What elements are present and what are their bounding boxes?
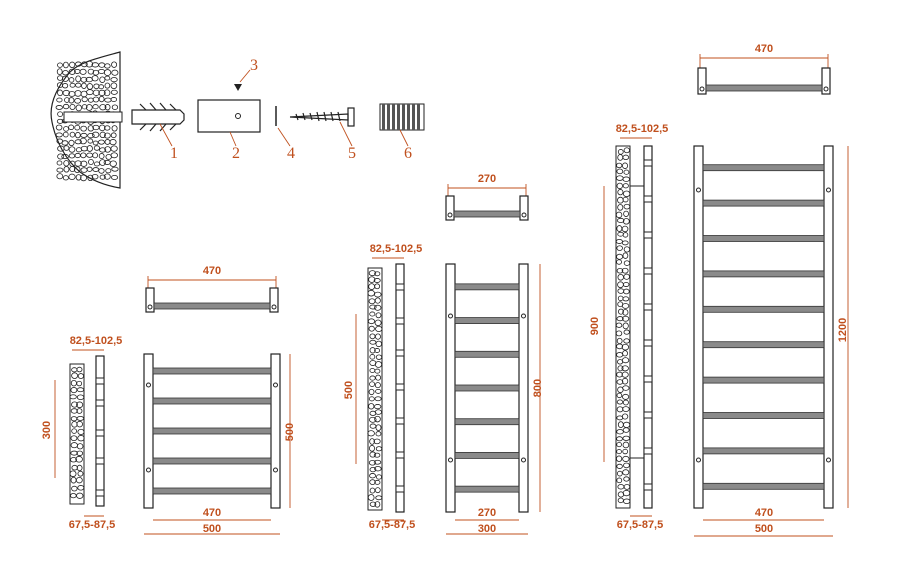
medium-top-width-label: 270 xyxy=(478,173,496,185)
large-radiator-bar xyxy=(702,270,825,278)
medium-radiator-bar xyxy=(454,485,520,493)
large-radiator-front-view xyxy=(693,145,849,537)
medium-rail-spacing-label: 270 xyxy=(478,507,496,519)
medium-radiator-bar xyxy=(454,452,520,459)
large-radiator-bar xyxy=(702,376,825,384)
medium-radiator-front-view xyxy=(445,263,541,535)
block-part xyxy=(197,99,261,147)
medium-radiator-bar xyxy=(454,317,520,324)
large-radiator-top-view xyxy=(697,54,831,95)
large-radiator-bar xyxy=(702,305,825,313)
wall-section-stone xyxy=(50,51,123,189)
part-label-5: 5 xyxy=(348,145,356,162)
small-radiator-bar xyxy=(152,487,272,495)
medium-radiator-bar xyxy=(454,283,520,291)
part-label-3: 3 xyxy=(250,57,258,74)
medium-radiator-bar xyxy=(454,350,520,358)
part-label-1: 1 xyxy=(170,145,178,162)
small-height-label: 500 xyxy=(284,423,296,441)
small-wall-offset-label: 82,5-102,5 xyxy=(70,335,123,347)
bolt-part xyxy=(234,69,251,91)
small-radiator-bar xyxy=(152,367,272,375)
large-wall-height-label: 900 xyxy=(589,317,601,335)
medium-depth-label: 67,5-87,5 xyxy=(369,519,415,531)
large-radiator-bar xyxy=(702,164,825,172)
small-top-width-label: 470 xyxy=(203,265,221,277)
washer-part xyxy=(275,106,291,147)
small-depth-label: 67,5-87,5 xyxy=(69,519,115,531)
large-radiator-bar xyxy=(702,341,825,349)
large-rail-spacing-label: 470 xyxy=(755,507,773,519)
medium-radiator-top-view xyxy=(445,184,529,221)
large-radiator-bar xyxy=(702,199,825,207)
small-radiator-top-view xyxy=(145,276,279,313)
part-label-2: 2 xyxy=(232,145,240,162)
medium-height-label: 800 xyxy=(532,379,544,397)
small-rail-spacing-label: 470 xyxy=(203,507,221,519)
medium-radiator-bar xyxy=(454,384,520,392)
part-label-6: 6 xyxy=(404,145,412,162)
medium-wall-offset-label: 82,5-102,5 xyxy=(370,243,423,255)
large-wall-offset-label: 82,5-102,5 xyxy=(616,123,669,135)
dowel-part xyxy=(131,102,185,147)
small-radiator-bar xyxy=(152,397,272,405)
small-radiator-front-view xyxy=(143,353,291,535)
large-depth-label: 67,5-87,5 xyxy=(617,519,663,531)
large-radiator-bar xyxy=(702,412,825,419)
large-top-width-label: 470 xyxy=(755,43,773,55)
large-radiator-side-view xyxy=(603,137,653,517)
small-wall-height-label: 300 xyxy=(41,421,53,439)
medium-wall-height-label: 500 xyxy=(343,381,355,399)
small-radiator-bar xyxy=(152,457,272,465)
medium-total-width-label: 300 xyxy=(478,523,496,535)
small-total-width-label: 500 xyxy=(203,523,221,535)
large-total-width-label: 500 xyxy=(755,523,773,535)
large-radiator-bar xyxy=(702,447,825,455)
small-radiator-bar xyxy=(152,427,272,435)
large-radiator-bar xyxy=(702,482,825,490)
medium-radiator-bar xyxy=(454,418,520,426)
part-label-4: 4 xyxy=(287,145,295,162)
large-radiator-bar xyxy=(702,235,825,242)
spacer-part xyxy=(379,103,425,147)
screw-part xyxy=(289,107,355,147)
large-height-label: 1200 xyxy=(837,318,849,342)
